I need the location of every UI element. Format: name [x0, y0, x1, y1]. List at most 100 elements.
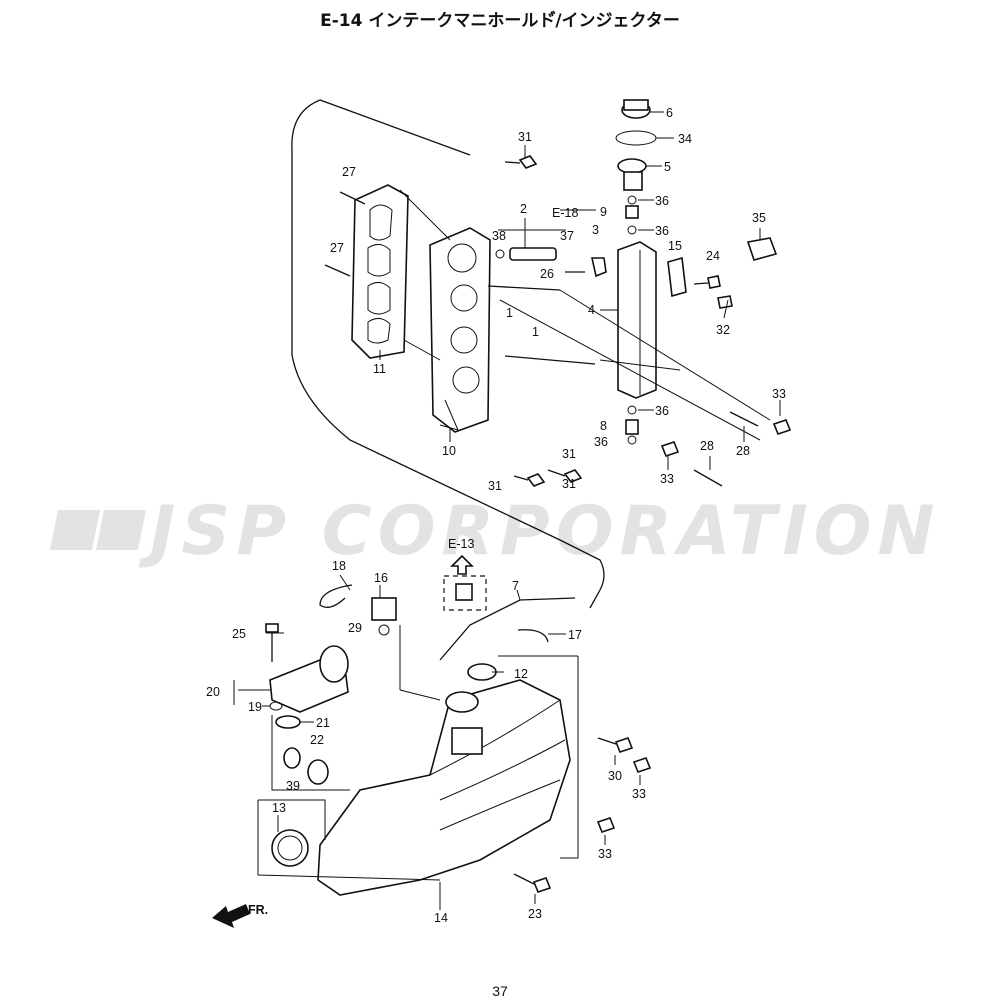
callout-33a: 33 — [772, 387, 786, 401]
front-direction-arrow: FR. — [212, 903, 268, 928]
oring-36c — [627, 405, 637, 415]
grommet-39 — [283, 747, 301, 769]
oring-36b — [627, 225, 637, 235]
ref-box-e13 — [443, 575, 487, 611]
clamp-15 — [667, 256, 687, 298]
callout-31c: 31 — [488, 479, 502, 493]
seal-12 — [467, 663, 497, 681]
hose-7 — [439, 597, 576, 661]
callout-30: 30 — [608, 769, 622, 783]
oring-36d — [627, 435, 637, 445]
page-title: E-14 インテークマニホールド゙/インジェクター — [320, 11, 680, 31]
callout-33d: 33 — [598, 847, 612, 861]
bolt-25 — [265, 623, 279, 662]
collar-9 — [625, 205, 639, 219]
callout-2: 2 — [520, 202, 527, 216]
arrow-up-icon — [450, 554, 474, 575]
injector-2 — [495, 247, 557, 261]
callout-10: 10 — [442, 444, 456, 458]
callout-36a: 36 — [655, 194, 669, 208]
callout-31b: 31 — [562, 447, 576, 461]
callout-37: 37 — [560, 229, 574, 243]
regulator-6 — [621, 99, 651, 119]
callout-27b: 27 — [330, 241, 344, 255]
callout-36b: 36 — [655, 224, 669, 238]
oring-36a — [627, 195, 637, 205]
sensor-16 — [371, 597, 397, 636]
callout-1b: 1 — [532, 325, 539, 339]
hose-18 — [319, 584, 353, 608]
nut-33-low1 — [632, 757, 652, 773]
callout-14: 14 — [434, 911, 448, 925]
leader-lines — [233, 111, 781, 910]
bracket-35 — [746, 237, 778, 261]
callout-7: 7 — [512, 579, 519, 593]
callout-36d: 36 — [594, 435, 608, 449]
nut-33-mid — [660, 441, 680, 457]
callout-27a: 27 — [342, 165, 356, 179]
callout-6: 6 — [666, 106, 673, 120]
stud-bolt-27b — [324, 264, 351, 277]
fuel-rail-4 — [617, 241, 657, 399]
callout-5: 5 — [664, 160, 671, 174]
throttle-body-10 — [429, 227, 491, 433]
bolt-31-top — [504, 155, 538, 169]
hose-17 — [517, 629, 549, 643]
ref-e13: E-13 — [448, 537, 474, 551]
washer-21 — [275, 715, 301, 729]
bolt-24 — [693, 275, 721, 289]
callout-12: 12 — [514, 667, 528, 681]
long-bolt-1b — [504, 355, 596, 365]
callout-labels: 6 34 5 36 9 36 E-18 31 27 27 2 38 37 3 2… — [206, 106, 786, 925]
callout-31d: 31 — [562, 477, 576, 491]
callout-22: 22 — [310, 733, 324, 747]
callout-13: 13 — [272, 801, 286, 815]
callout-3: 3 — [592, 223, 599, 237]
callout-17: 17 — [568, 628, 582, 642]
fr-label: FR. — [248, 903, 268, 917]
bolt-30 — [597, 737, 634, 753]
long-bolt-1a — [487, 285, 561, 291]
callout-20: 20 — [206, 685, 220, 699]
callout-16: 16 — [374, 571, 388, 585]
callout-19: 19 — [248, 700, 262, 714]
callout-24: 24 — [706, 249, 720, 263]
stud-28 — [729, 411, 759, 427]
callout-29: 29 — [348, 621, 362, 635]
callout-23: 23 — [528, 907, 542, 921]
callout-32: 32 — [716, 323, 730, 337]
callout-15: 15 — [668, 239, 682, 253]
callout-28b: 28 — [736, 444, 750, 458]
bracket-3 — [591, 257, 607, 278]
stud-bolt-27a — [339, 191, 366, 205]
collar-8 — [625, 419, 639, 435]
callout-35: 35 — [752, 211, 766, 225]
bracket-line-13 — [258, 799, 326, 840]
idle-control-valve-20 — [269, 645, 349, 713]
callout-33c: 33 — [632, 787, 646, 801]
ref-e18: E-18 — [552, 206, 578, 220]
stud-28b — [693, 469, 723, 487]
callout-25: 25 — [232, 627, 246, 641]
clip-34 — [615, 130, 657, 146]
callout-34: 34 — [678, 132, 692, 146]
gasket-13 — [271, 829, 309, 867]
callout-28a: 28 — [700, 439, 714, 453]
callout-1a: 1 — [506, 306, 513, 320]
callout-33b: 33 — [660, 472, 674, 486]
watermark-logo: JSP CORPORATION — [50, 492, 940, 571]
callout-8: 8 — [600, 419, 607, 433]
gasket-11 — [351, 184, 409, 359]
assembly-outline — [291, 99, 605, 609]
watermark-text: JSP CORPORATION — [138, 492, 940, 571]
oring-19 — [269, 701, 283, 711]
callout-26: 26 — [540, 267, 554, 281]
callout-39: 39 — [286, 779, 300, 793]
part-e13-icon — [455, 583, 473, 601]
bracket-line-14 — [257, 800, 441, 881]
intake-manifold-14 — [317, 679, 571, 896]
callout-9: 9 — [600, 205, 607, 219]
grommet-22 — [307, 759, 329, 785]
